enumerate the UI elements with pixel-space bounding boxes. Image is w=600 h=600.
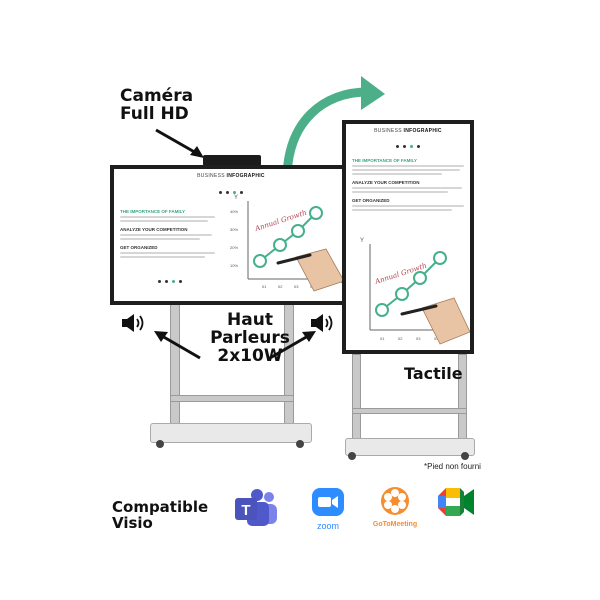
- gotomeeting-name: GoToMeeting: [372, 521, 418, 528]
- right-stand-base: [345, 438, 475, 456]
- left-stand-crossbar: [170, 395, 294, 402]
- compat-label-line2: Visio: [112, 513, 153, 532]
- screen-heading-1: THE IMPORTANCE OF FAMILY: [120, 209, 186, 214]
- chart-tick-y-3: 20%: [230, 245, 238, 250]
- left-speaker-arrow: [154, 331, 201, 360]
- speakers-label: Haut Parleurs 2x10W: [195, 310, 305, 366]
- footnote: *Pied non fourni: [424, 462, 481, 471]
- google-meet-icon: [438, 488, 474, 516]
- app-gotomeeting: GoToMeeting: [362, 486, 428, 528]
- app-zoom: zoom: [306, 488, 350, 531]
- screen-dots: [114, 181, 348, 199]
- right-stand-post-left: [352, 354, 361, 444]
- speakers-label-line2: Parleurs: [210, 327, 290, 348]
- chart-tick-x-2: 02: [278, 284, 283, 289]
- screen-port-heading-2: ANALYZE YOUR COMPETITION: [352, 180, 420, 185]
- camera-device: [203, 155, 261, 166]
- port-chart-tick-x-2: 02: [398, 336, 403, 341]
- svg-text:T: T: [241, 502, 250, 519]
- camera-pointer-arrow: [155, 128, 204, 158]
- tactile-label: Tactile: [404, 364, 463, 383]
- port-pen-icon: [400, 304, 438, 316]
- port-hand-icon: [421, 297, 470, 345]
- screen-port-brand: BUSINESS INFOGRAPHIC: [374, 128, 442, 134]
- zoom-icon: [312, 488, 344, 516]
- left-stand-base: [150, 423, 312, 443]
- landscape-screen: BUSINESS INFOGRAPHIC THE IMPORTANCE OF F…: [110, 165, 352, 305]
- teams-icon: T: [235, 489, 277, 526]
- screen-heading-3: GET ORGANIZED: [120, 245, 158, 250]
- camera-label-line1: Caméra: [120, 86, 194, 106]
- screen-port-heading-3: GET ORGANIZED: [352, 198, 390, 203]
- screen-heading-2: ANALYZE YOUR COMPETITION: [120, 227, 188, 232]
- port-chart-tick-x-1: 01: [380, 336, 385, 341]
- right-stand-crossbar: [352, 408, 467, 414]
- chart-tick-y-1: 40%: [230, 209, 238, 214]
- screen-port-text-block: THE IMPORTANCE OF FAMILY ANALYZE YOUR CO…: [352, 158, 467, 213]
- screen-port-dots: [346, 135, 470, 153]
- screen-port-growth-chart: Y X 01 02 03 04 Annual Growth: [360, 238, 470, 345]
- screen-port-heading-1: THE IMPORTANCE OF FAMILY: [352, 158, 418, 163]
- app-teams: T: [232, 488, 280, 533]
- screen-growth-chart: Y X 40% 30% 20% 10% 01 02 03 04 Annual G…: [230, 195, 345, 292]
- left-stand-wheel-2: [296, 440, 304, 448]
- compat-label: Compatible Visio: [112, 498, 209, 532]
- portrait-screen: BUSINESS INFOGRAPHIC THE IMPORTANCE OF F…: [342, 120, 474, 354]
- speakers-label-line3: 2x10W: [217, 345, 283, 366]
- chart-tick-x-3: 03: [294, 284, 299, 289]
- port-chart-tick-x-3: 03: [416, 336, 421, 341]
- camera-label-line2: Full HD: [120, 103, 189, 124]
- right-speaker-icon: [311, 314, 333, 332]
- camera-label: Caméra Full HD: [120, 86, 194, 124]
- right-stand-wheel-2: [461, 452, 469, 460]
- gotomeeting-icon: [381, 487, 409, 515]
- compat-label-line1: Compatible: [112, 498, 209, 516]
- chart-tick-y-2: 30%: [230, 227, 238, 232]
- chart-tick-y-4: 10%: [230, 263, 238, 268]
- chart-axis-y-label: Y: [234, 195, 238, 201]
- screen-brand: BUSINESS INFOGRAPHIC: [197, 173, 265, 179]
- left-stand-wheel-1: [156, 440, 164, 448]
- right-stand-wheel-1: [348, 452, 356, 460]
- app-google-meet: [436, 488, 476, 521]
- right-speaker-arrow: [269, 331, 316, 360]
- speakers-label-line1: Haut: [227, 310, 273, 330]
- pen-icon: [276, 253, 312, 265]
- left-stand-post-left: [170, 303, 180, 427]
- zoom-name: zoom: [316, 521, 339, 531]
- chart-tick-x-1: 01: [262, 284, 267, 289]
- port-chart-axis-y-label: Y: [360, 238, 364, 244]
- left-speaker-icon: [122, 314, 144, 332]
- port-chart-tick-x-4: 04: [434, 336, 439, 341]
- screen-text-block: THE IMPORTANCE OF FAMILY ANALYZE YOUR CO…: [120, 209, 220, 288]
